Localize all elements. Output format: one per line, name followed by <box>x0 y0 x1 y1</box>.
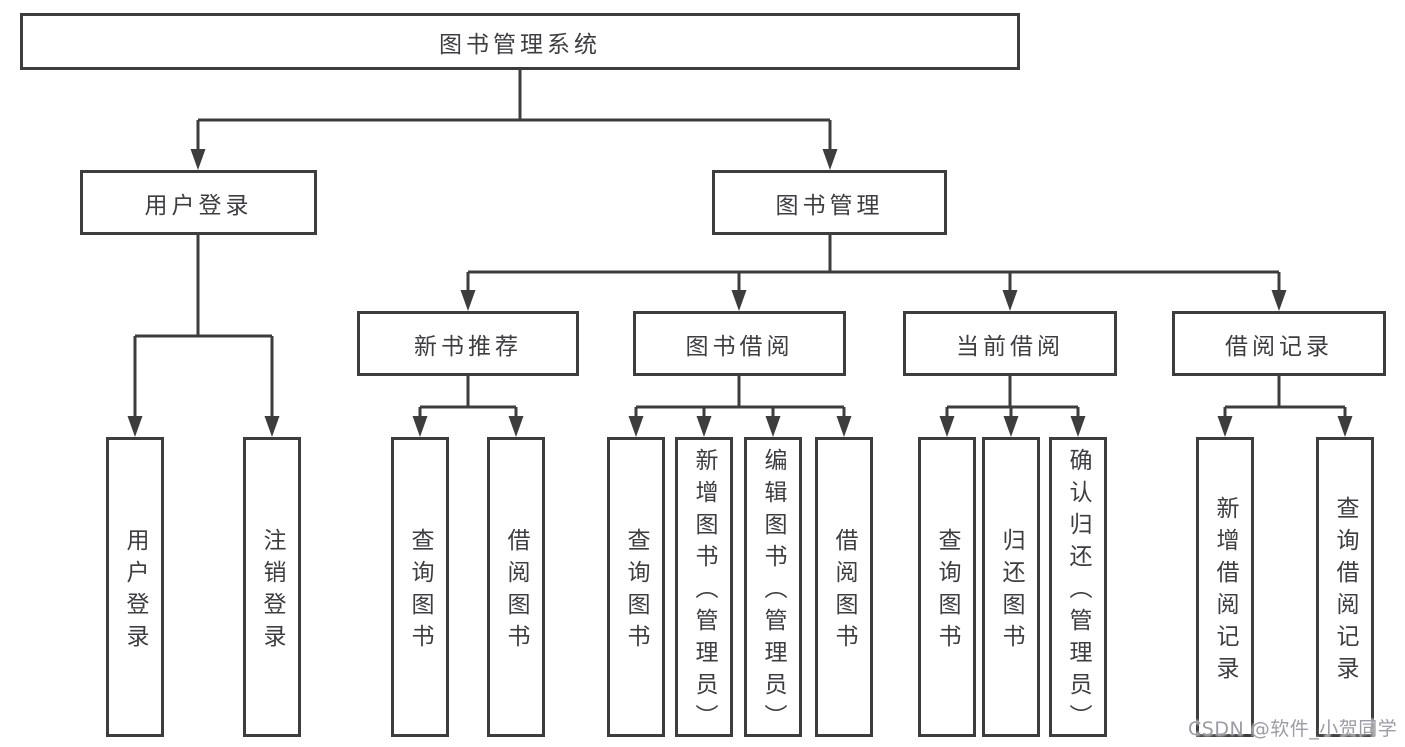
leaf-logout: 注销登录 <box>243 437 301 737</box>
arrow-icon <box>264 416 280 437</box>
leaf-borrow-books-recommend: 借阅图书 <box>487 437 545 737</box>
leaf-user-login: 用户登录 <box>106 437 164 737</box>
leaf-search-books-borrow: 查询图书 <box>607 437 665 737</box>
arrow-icon <box>190 149 206 170</box>
edge-user-login-split <box>133 235 274 419</box>
leaf-borrow-books: 借阅图书 <box>815 437 873 737</box>
node-root-label: 图书管理系统 <box>439 31 601 58</box>
leaf-search-books-recommend-label: 查询图书 <box>407 527 433 656</box>
leaf-confirm-return-admin-label: 确认归还（管理员） <box>1065 447 1091 736</box>
arrow-icon <box>508 416 524 437</box>
arrow-icon <box>939 416 955 437</box>
leaf-add-borrow-record: 新增借阅记录 <box>1196 437 1254 737</box>
leaf-search-borrow-record-label: 查询借阅记录 <box>1332 495 1358 688</box>
edge-borrow-record-split <box>1223 376 1347 419</box>
arrow-icon <box>127 416 143 437</box>
leaf-return-books: 归还图书 <box>982 437 1040 737</box>
leaf-search-books-current-label: 查询图书 <box>934 527 960 656</box>
node-user-login: 用户登录 <box>80 170 317 235</box>
node-current-borrow-label: 当前借阅 <box>956 333 1064 360</box>
node-book-mgmt: 图书管理 <box>712 170 947 235</box>
edge-current-borrow-split <box>945 376 1080 419</box>
node-new-book-recommend: 新书推荐 <box>357 311 579 376</box>
arrow-icon <box>696 416 712 437</box>
leaf-return-books-label: 归还图书 <box>998 527 1024 656</box>
arrowheads <box>127 149 1353 437</box>
arrow-icon <box>1217 416 1233 437</box>
arrow-icon <box>1003 416 1019 437</box>
leaf-search-borrow-record: 查询借阅记录 <box>1316 437 1374 737</box>
node-book-borrow: 图书借阅 <box>633 311 846 376</box>
node-book-borrow-label: 图书借阅 <box>685 333 794 360</box>
node-root: 图书管理系统 <box>20 13 1020 70</box>
arrow-icon <box>836 416 852 437</box>
leaf-add-books-admin-label: 新增图书（管理员） <box>691 447 717 736</box>
leaf-search-books-current: 查询图书 <box>918 437 976 737</box>
arrow-icon <box>1002 290 1018 311</box>
arrow-icon <box>412 416 428 437</box>
leaf-confirm-return-admin: 确认归还（管理员） <box>1049 437 1107 737</box>
leaf-search-books-recommend: 查询图书 <box>391 437 449 737</box>
arrow-icon <box>765 416 781 437</box>
node-user-login-label: 用户登录 <box>144 192 253 219</box>
leaf-borrow-books-recommend-label: 借阅图书 <box>503 527 529 656</box>
node-book-mgmt-label: 图书管理 <box>775 192 884 219</box>
arrow-icon <box>1271 290 1287 311</box>
edge-book-mgmt-split <box>466 235 1281 293</box>
leaf-search-books-borrow-label: 查询图书 <box>623 527 649 656</box>
edge-book-borrow-split <box>634 376 846 419</box>
node-current-borrow: 当前借阅 <box>903 311 1117 376</box>
leaf-add-borrow-record-label: 新增借阅记录 <box>1212 495 1238 688</box>
arrow-icon <box>628 416 644 437</box>
arrow-icon <box>822 149 838 170</box>
leaf-user-login-label: 用户登录 <box>122 527 148 656</box>
edge-new-book-split <box>418 376 518 419</box>
leaf-add-books-admin: 新增图书（管理员） <box>675 437 733 737</box>
leaf-logout-label: 注销登录 <box>259 527 285 656</box>
arrow-icon <box>1070 416 1086 437</box>
arrow-icon <box>460 290 476 311</box>
node-new-book-recommend-label: 新书推荐 <box>414 333 522 360</box>
node-borrow-record: 借阅记录 <box>1172 311 1386 376</box>
leaf-edit-books-admin: 编辑图书（管理员） <box>744 437 802 737</box>
watermark: CSDN @软件_小贺同学 <box>1188 718 1398 740</box>
leaf-edit-books-admin-label: 编辑图书（管理员） <box>760 447 786 736</box>
arrow-icon <box>1337 416 1353 437</box>
node-borrow-record-label: 借阅记录 <box>1225 333 1333 360</box>
arrow-icon <box>731 290 747 311</box>
edge-root-split <box>196 70 832 152</box>
leaf-borrow-books-label: 借阅图书 <box>831 527 857 656</box>
